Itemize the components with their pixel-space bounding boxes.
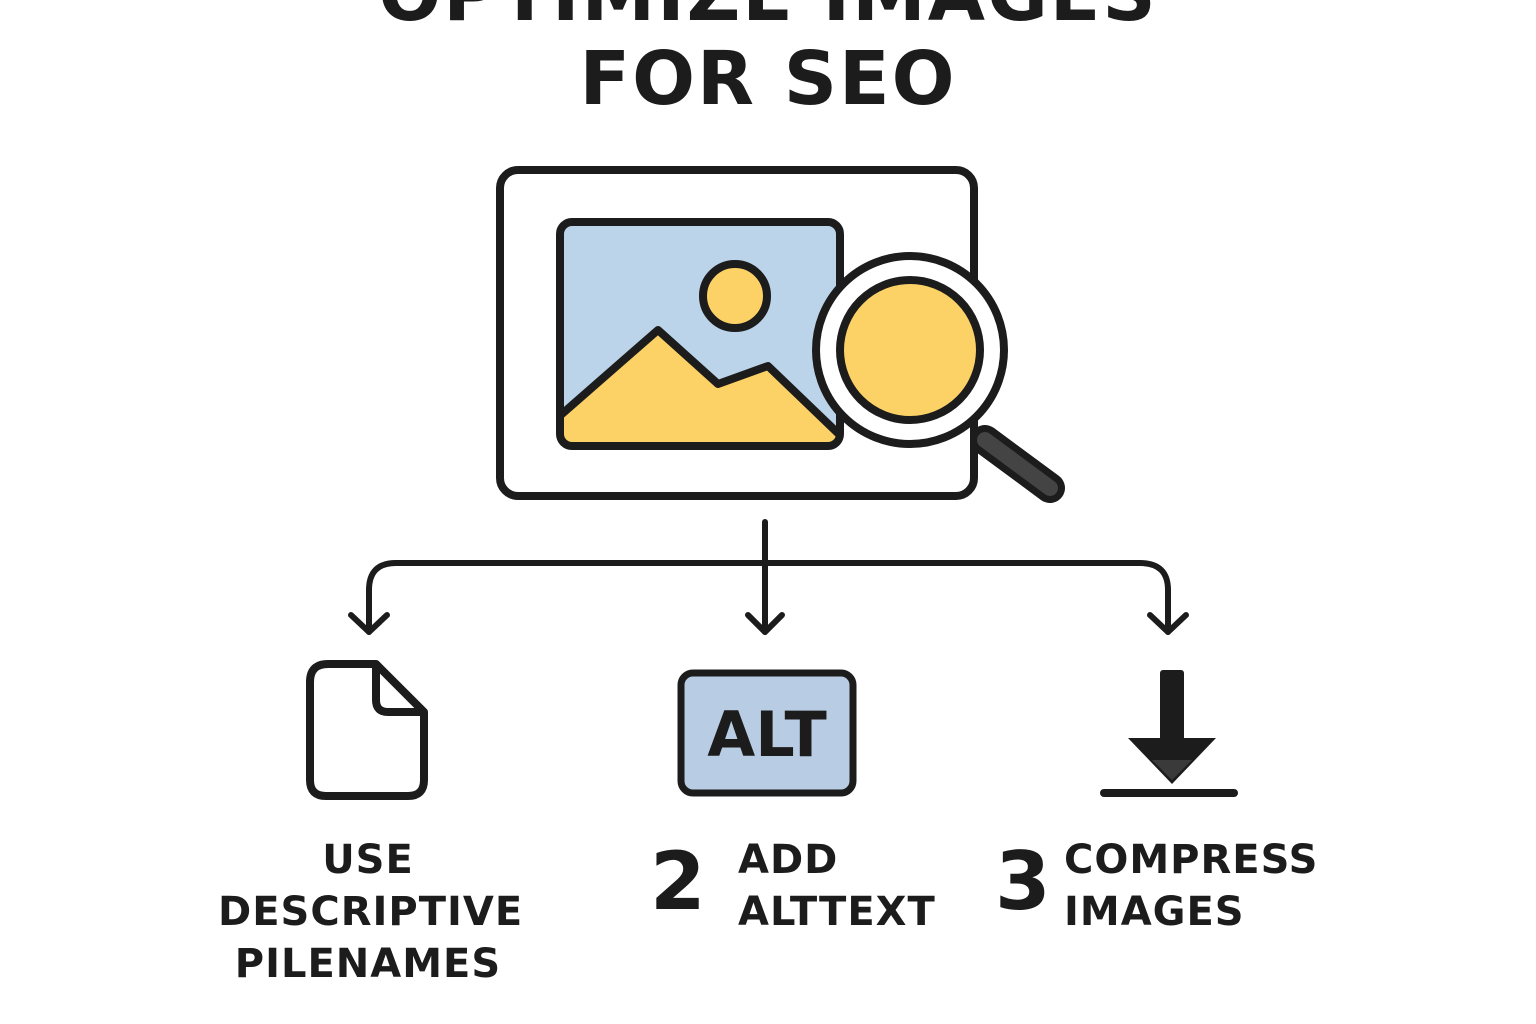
step-3-number: 3	[995, 835, 1051, 928]
step-2-number: 2	[650, 835, 706, 928]
alt-badge: ALT	[677, 669, 857, 797]
step-3-line-2: IMAGES	[1064, 889, 1245, 935]
step-2-label: ADD ALTTEXT	[738, 834, 936, 938]
step-1-line-2: DESCRIPTIVE	[218, 889, 524, 935]
connector-arrows	[348, 519, 1189, 635]
step-1-line-1: USE	[322, 837, 414, 883]
step-2-line-1: ADD	[738, 837, 839, 883]
magnifier-icon	[812, 252, 1065, 503]
step-3-line-1: COMPRESS	[1064, 837, 1319, 883]
picture-icon	[556, 218, 844, 450]
title-line-1: OPTIMIZE IMAGES	[0, 0, 1536, 32]
alt-badge-text: ALT	[707, 698, 827, 771]
step-2-line-2: ALTTEXT	[738, 889, 936, 935]
step-3-label: COMPRESS IMAGES	[1064, 834, 1318, 938]
title-line-2: FOR SEO	[579, 36, 957, 122]
step-1-label: USE DESCRIPTIVE PILENAMES	[218, 834, 524, 990]
download-arrow-icon	[1100, 670, 1238, 797]
step-1-line-3: PILENAMES	[234, 941, 502, 987]
file-icon	[306, 660, 428, 800]
